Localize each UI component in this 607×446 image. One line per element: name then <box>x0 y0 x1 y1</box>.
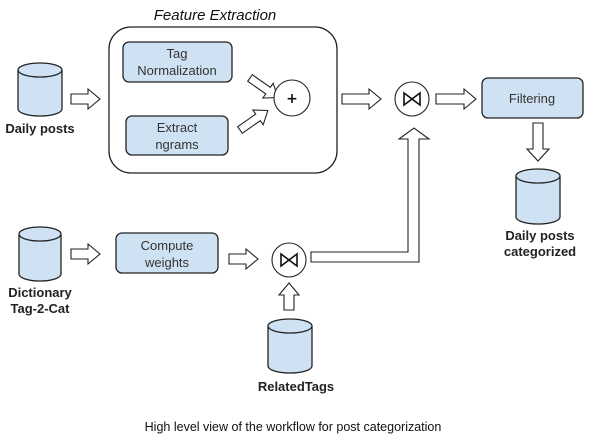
dictionary-label-line2: Tag-2-Cat <box>11 301 71 316</box>
output-label-line2: categorized <box>504 244 576 259</box>
cylinder-top <box>515 168 561 184</box>
join-top-operator[interactable] <box>394 81 430 117</box>
arrow-extraction-to-join <box>341 87 382 111</box>
extract-ngrams-box[interactable] <box>125 115 229 156</box>
plus-circle-icon[interactable] <box>273 79 311 117</box>
feature-extraction-title: Feature Extraction <box>154 7 277 24</box>
compute-weights-process[interactable]: Compute weights <box>115 232 219 274</box>
extract-ngrams-process[interactable]: Extract ngrams <box>125 115 229 156</box>
join-bottom-operator[interactable] <box>271 242 307 278</box>
join-top-symbol <box>403 91 421 107</box>
arrow-join-to-filtering <box>435 87 477 111</box>
related-tags-store[interactable]: RelatedTags <box>258 318 334 394</box>
database-cylinder-icon <box>267 326 313 374</box>
compute-weights-line2: weights <box>144 255 190 270</box>
arrow-compute-to-join <box>228 247 259 271</box>
tag-normalization-line2: Normalization <box>137 63 216 78</box>
daily-posts-label: Daily posts <box>5 121 74 136</box>
diagram-caption: High level view of the workflow for post… <box>145 420 442 434</box>
dictionary-label-line1: Dictionary <box>8 285 72 300</box>
arrow-filtering-to-output <box>525 122 551 162</box>
database-cylinder-icon <box>17 70 63 117</box>
database-cylinder-icon <box>515 176 561 225</box>
output-label-line1: Daily posts <box>505 228 574 243</box>
database-cylinder-icon <box>18 234 62 282</box>
cylinder-top <box>17 62 63 78</box>
arrow-relatedtags-to-join <box>277 282 301 311</box>
feature-extraction-group <box>108 26 338 174</box>
arrow-ngrams-to-union <box>236 109 269 135</box>
extract-ngrams-line1: Extract <box>157 120 198 135</box>
extract-ngrams-line2: ngrams <box>155 137 199 152</box>
related-tags-label: RelatedTags <box>258 379 334 394</box>
filtering-label: Filtering <box>509 91 555 106</box>
filtering-process[interactable]: Filtering <box>481 77 584 119</box>
tag-normalization-process[interactable]: Tag Normalization <box>122 41 233 83</box>
union-operator[interactable]: + <box>273 79 311 117</box>
union-symbol: + <box>286 91 298 107</box>
dictionary-store[interactable]: Dictionary Tag-2-Cat <box>8 226 73 316</box>
compute-weights-box[interactable] <box>115 232 219 274</box>
cylinder-top <box>18 226 62 242</box>
tag-normalization-box[interactable] <box>122 41 233 83</box>
join-bottom-symbol <box>280 252 298 268</box>
arrow-join-bottom-to-join-top <box>310 127 431 263</box>
daily-posts-categorized-store[interactable]: Daily posts categorized <box>504 168 576 259</box>
filtering-box[interactable] <box>481 77 584 119</box>
arrow-tagnorm-to-union <box>246 73 279 99</box>
tag-normalization-line1: Tag <box>167 46 188 61</box>
arrow-dictionary-to-compute <box>70 242 101 266</box>
arrow-dailyposts-to-extraction <box>70 87 101 111</box>
cylinder-top <box>267 318 313 334</box>
compute-weights-line1: Compute <box>141 238 194 253</box>
daily-posts-store[interactable]: Daily posts <box>5 62 75 136</box>
